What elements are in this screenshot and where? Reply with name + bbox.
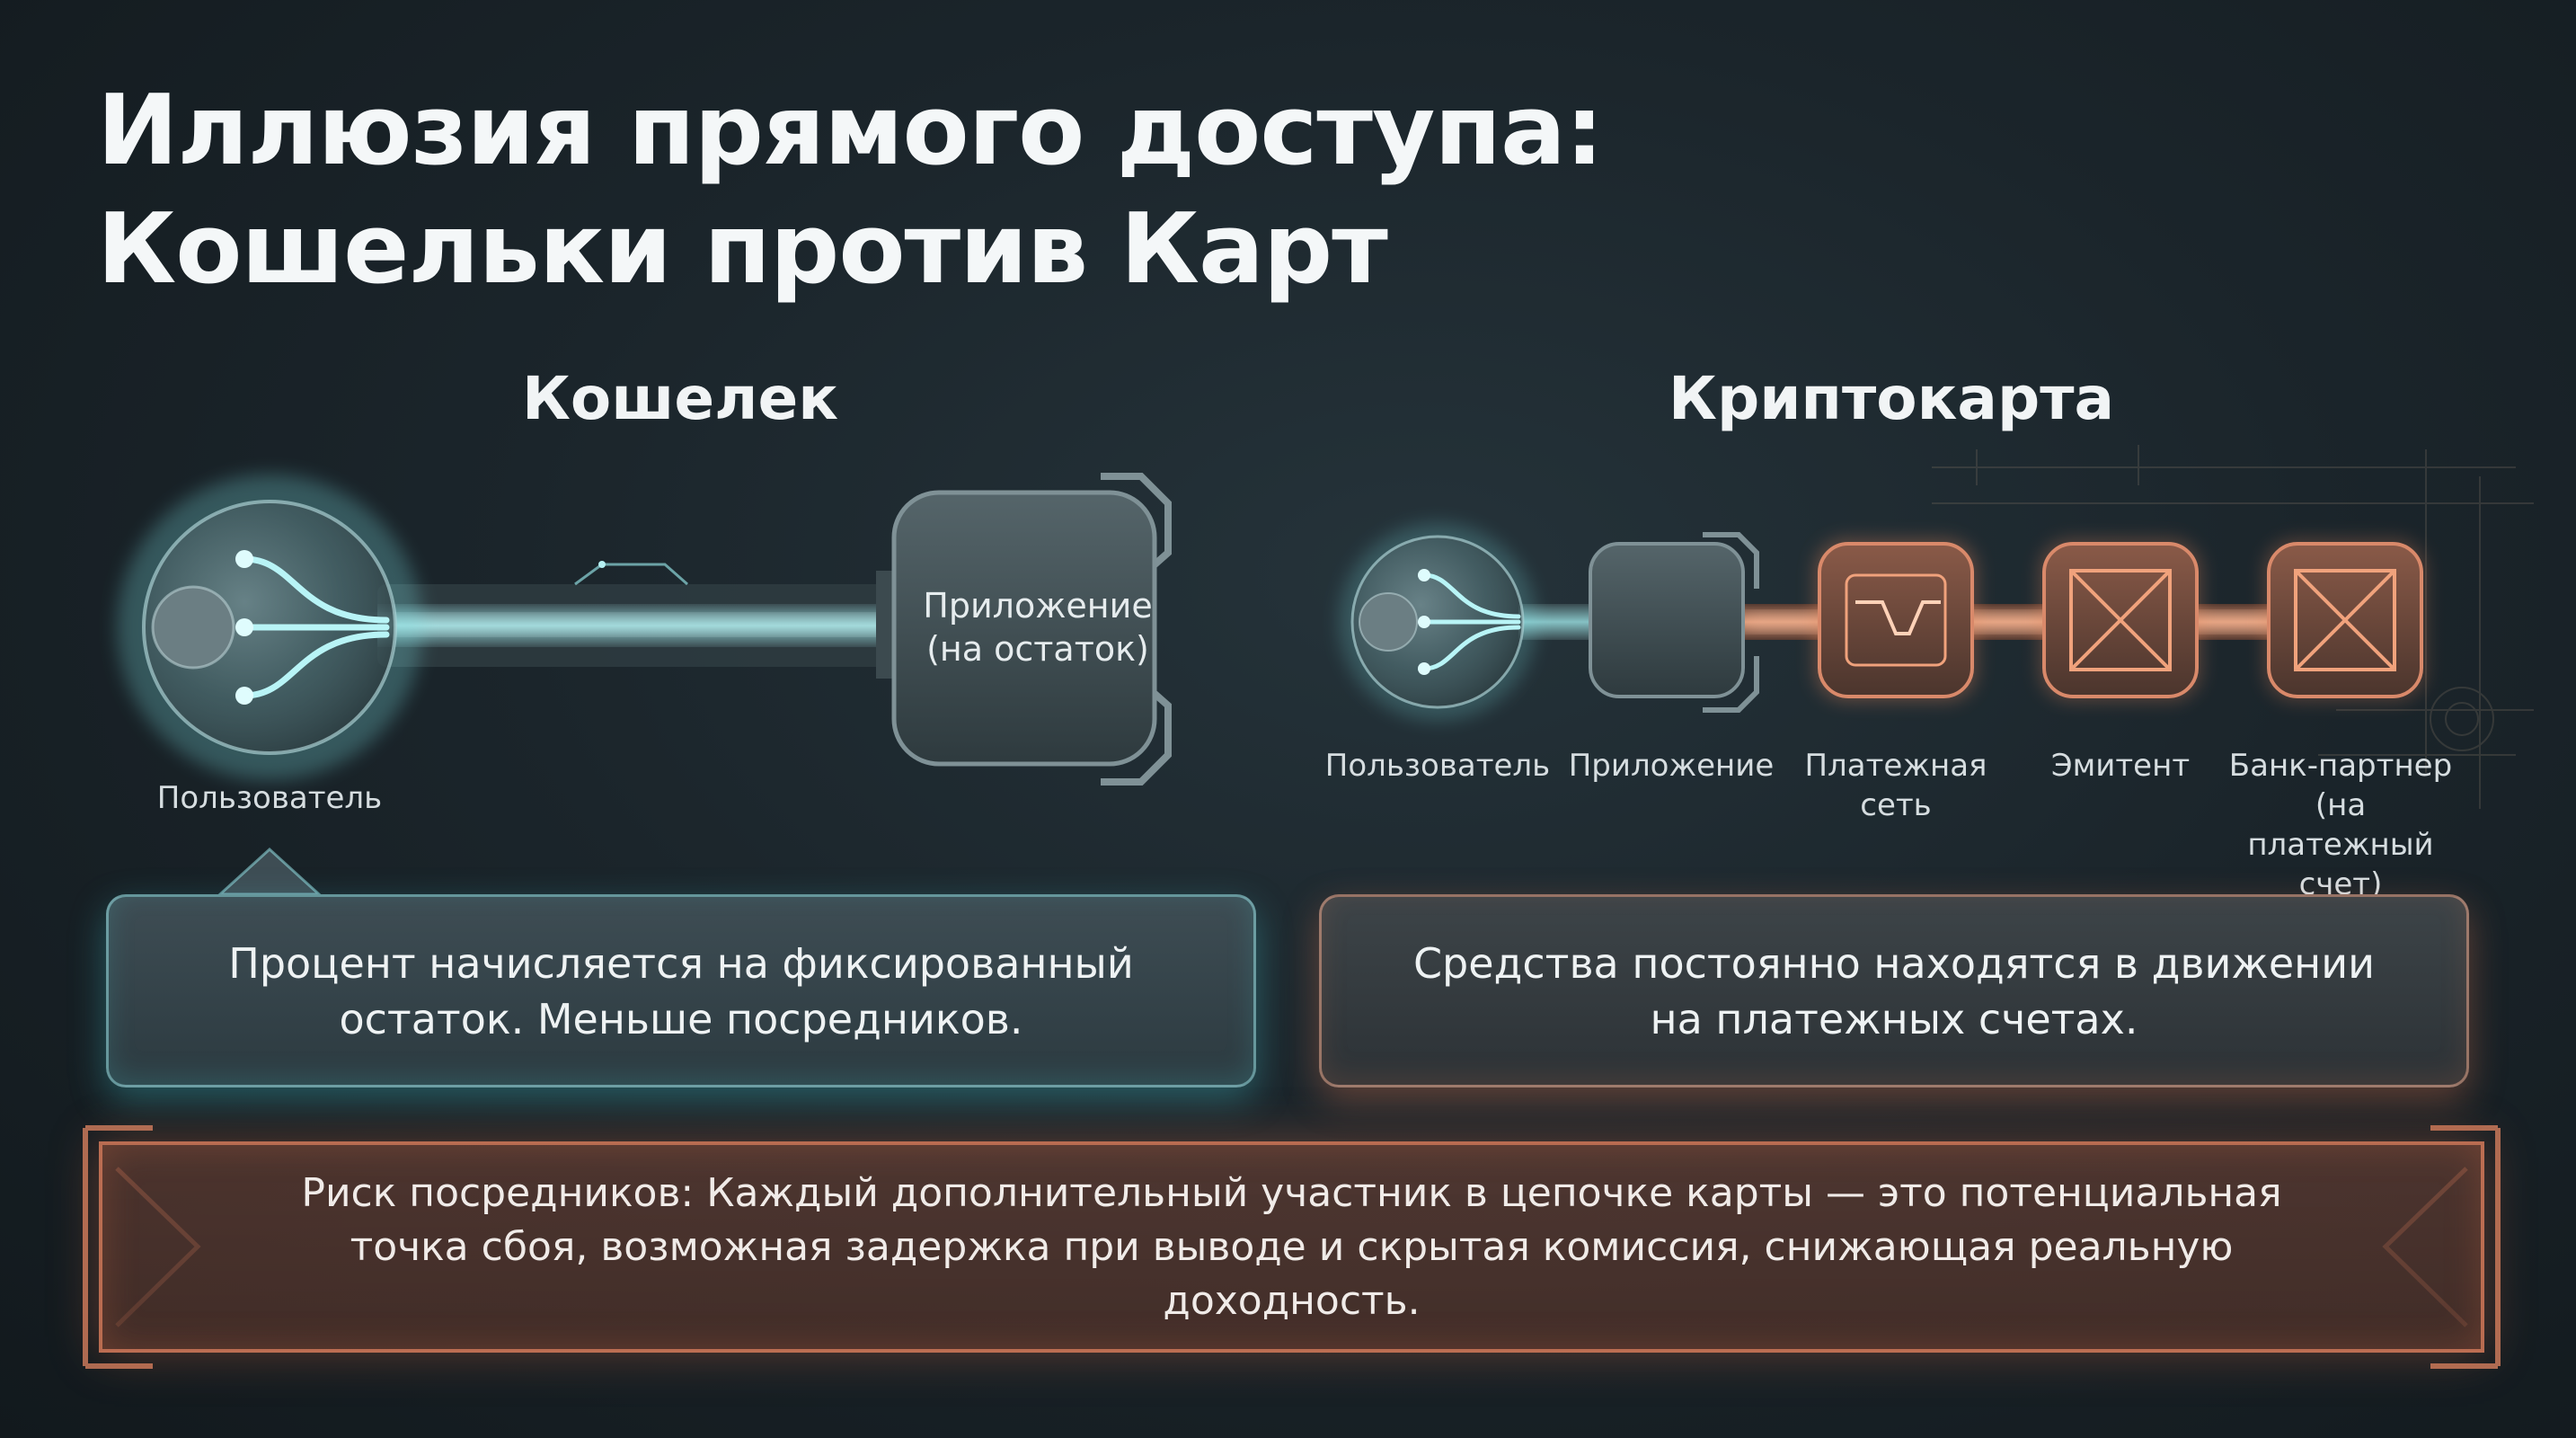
card-heading: Криптокарта (1669, 364, 2114, 433)
card-node-user-label: Пользователь (1324, 748, 1551, 784)
payment-network-icon (1815, 539, 1977, 701)
user-sphere-icon (117, 475, 422, 780)
wallet-callout: Процент начисляется на фиксированный ост… (106, 894, 1256, 1087)
card-node-network-label: Платежная сеть (1804, 748, 1987, 823)
card-callout-text: Средства постоянно находятся в движении … (1412, 938, 2376, 1043)
page-title-line-1: Иллюзия прямого доступа: (97, 75, 1604, 187)
partner-bank-icon (2264, 539, 2426, 701)
card-chain (1339, 445, 2534, 809)
card-app-icon (1589, 532, 1759, 713)
wallet-chain (117, 473, 1172, 896)
card-node-bank-label: Банк-партнер (на платежный счет) (2228, 748, 2453, 902)
risk-banner-text: Риск посредников: Каждый дополнительный … (301, 1169, 2282, 1324)
page-title-line-2: Кошельки против Карт (97, 193, 1388, 306)
risk-banner: Риск посредников: Каждый дополнительный … (99, 1141, 2484, 1353)
issuer-icon (2040, 539, 2201, 701)
page-title: Иллюзия прямого доступа: Кошельки против… (97, 72, 1894, 309)
app-device-icon (876, 473, 1172, 786)
card-node-app-label: Приложение (1568, 748, 1775, 784)
wallet-user-label: Пользователь (156, 780, 383, 816)
wallet-heading: Кошелек (521, 364, 839, 433)
card-callout: Средства постоянно находятся в движении … (1319, 894, 2469, 1087)
wallet-app-label: Приложение (на остаток) (923, 586, 1153, 669)
card-user-sphere-icon (1339, 523, 1536, 721)
card-node-issuer-label: Эмитент (2050, 748, 2191, 784)
wallet-callout-text: Процент начисляется на фиксированный ост… (228, 938, 1134, 1043)
